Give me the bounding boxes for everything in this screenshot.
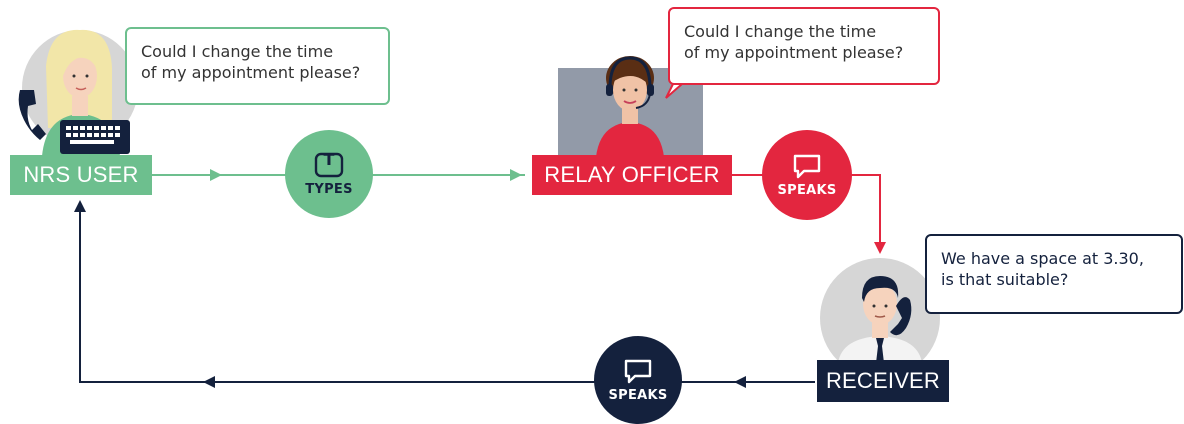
text-typing-icon xyxy=(314,152,344,177)
speech-line: of my appointment please? xyxy=(141,63,361,82)
arrow-head xyxy=(210,169,222,181)
types-step: T TYPES xyxy=(285,130,373,218)
receiver-avatar xyxy=(820,258,940,363)
relay-speaks-step: SPEAKS xyxy=(762,130,852,220)
receiver-speaks-label: SPEAKS xyxy=(608,387,668,403)
connector-receiver-to-user xyxy=(79,208,815,383)
speech-line: of my appointment please? xyxy=(684,43,904,62)
arrow-head xyxy=(734,376,746,388)
arrow-head xyxy=(510,169,522,181)
types-icon-letter: T xyxy=(323,150,335,169)
bubble-tail xyxy=(665,82,683,99)
nrs-user-speech-bubble: Could I change the time of my appointmen… xyxy=(125,27,390,105)
arrow-head xyxy=(874,242,886,254)
receiver-label: RECEIVER xyxy=(817,360,949,402)
relay-officer-label: RELAY OFFICER xyxy=(532,155,732,195)
arrow-head xyxy=(74,200,86,212)
speech-line: Could I change the time xyxy=(684,22,877,41)
relay-officer-avatar xyxy=(558,56,703,157)
speech-line: is that suitable? xyxy=(941,270,1069,289)
relay-speaks-label: SPEAKS xyxy=(777,182,837,198)
relay-officer-speech-bubble: Could I change the time of my appointmen… xyxy=(668,7,940,85)
speech-bubble-icon xyxy=(624,359,652,383)
speech-line: We have a space at 3.30, xyxy=(941,249,1144,268)
receiver-speech-bubble: We have a space at 3.30, is that suitabl… xyxy=(925,234,1183,314)
types-label: TYPES xyxy=(305,181,353,197)
nrs-user-avatar xyxy=(18,29,138,156)
nrs-user-label: NRS USER xyxy=(10,155,152,195)
speech-bubble-icon xyxy=(793,154,821,178)
receiver-speaks-step: SPEAKS xyxy=(594,336,682,424)
speech-line: Could I change the time xyxy=(141,42,334,61)
arrow-head xyxy=(203,376,215,388)
